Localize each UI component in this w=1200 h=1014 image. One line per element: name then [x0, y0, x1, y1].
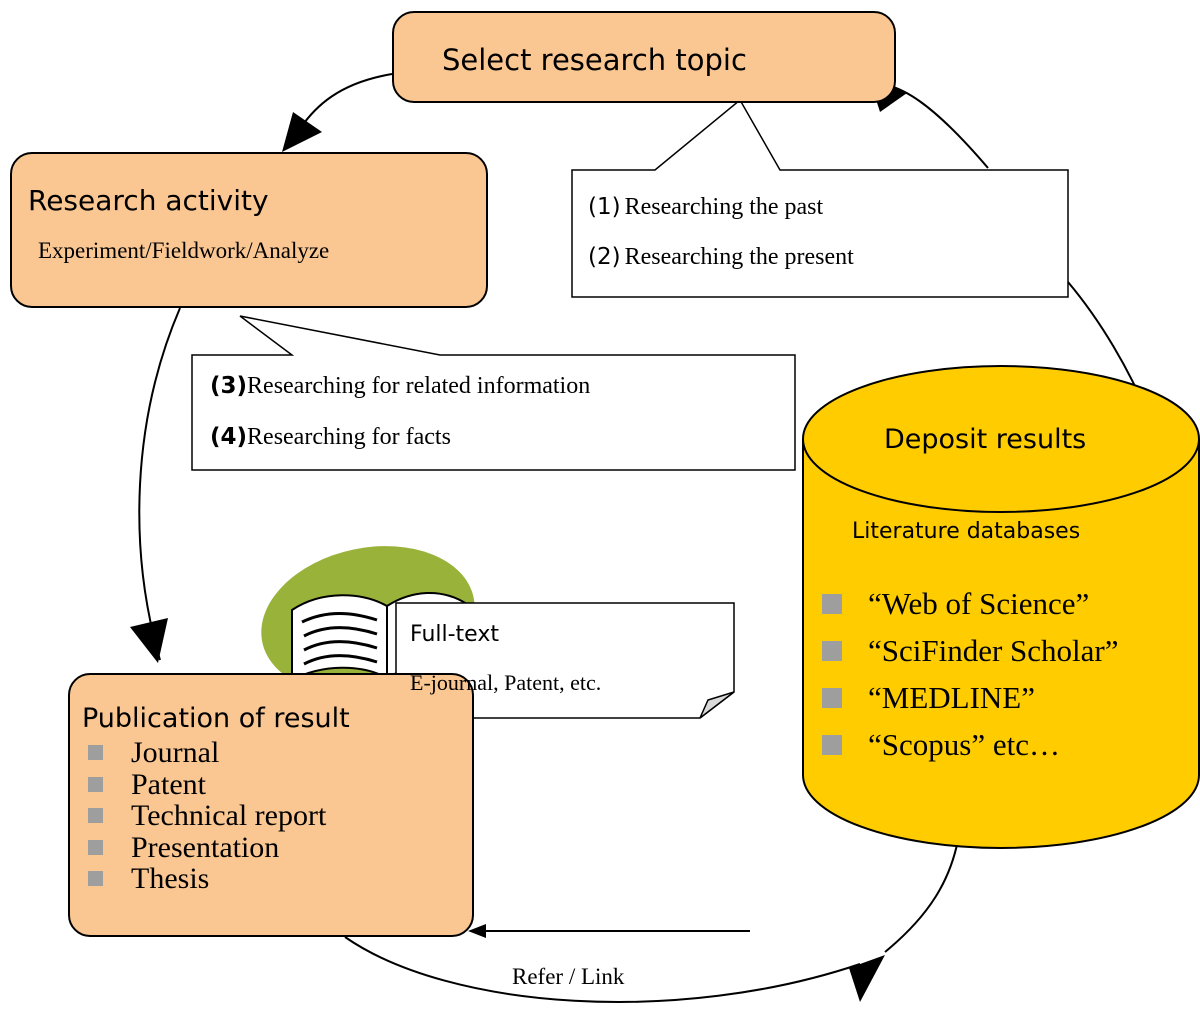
research-activity-box: Research activity Experiment/Fieldwork/A…	[10, 152, 488, 308]
fulltext-title: Full-text	[410, 622, 499, 647]
arrowhead-activity	[282, 112, 322, 152]
bullet-icon	[88, 745, 103, 761]
callout-item-number: (1)	[588, 194, 621, 220]
database-list: “Web of Science” “SciFinder Scholar” “ME…	[822, 580, 1119, 768]
bullet-icon	[822, 593, 842, 614]
callout-item-number: (2)	[588, 244, 621, 270]
fulltext-subtitle: E-journal, Patent, etc.	[410, 670, 602, 695]
callout-item-number: (3)	[210, 373, 248, 399]
database-item-label: “MEDLINE”	[868, 680, 1035, 715]
arc-publication-to-deposit	[344, 936, 861, 1003]
publication-item-label: Technical report	[131, 799, 327, 832]
database-item: “Scopus” etc…	[822, 721, 1119, 768]
bullet-icon	[88, 871, 103, 887]
select-topic-box: Select research topic	[392, 11, 896, 103]
callout-related-shape	[191, 315, 796, 471]
publication-item-label: Patent	[131, 767, 206, 801]
research-activity-subtitle: Experiment/Fieldwork/Analyze	[38, 238, 330, 263]
database-item: “SciFinder Scholar”	[822, 627, 1119, 674]
database-item-label: “Web of Science”	[868, 586, 1090, 621]
callout-item-number: (4)	[210, 424, 248, 450]
bullet-icon	[822, 687, 842, 708]
callout-item-3: (3)Researching for related information	[210, 373, 590, 400]
publication-item: Thesis	[88, 863, 326, 895]
publication-item: Presentation	[88, 830, 326, 864]
refer-link-label: Refer / Link	[512, 964, 625, 989]
publication-item-label: Presentation	[131, 830, 280, 864]
arrowhead-publication	[130, 618, 168, 663]
arrowhead-deposit	[849, 955, 885, 1002]
publication-list: Journal Patent Technical report Presenta…	[88, 737, 326, 895]
publication-box: Publication of result Journal Patent Tec…	[68, 673, 474, 937]
publication-item: Patent	[88, 767, 326, 801]
callout-item-2: (2)Researching the present	[588, 244, 854, 271]
callout-item-text: Researching the present	[624, 244, 854, 270]
select-topic-label: Select research topic	[442, 43, 747, 77]
database-item: “Web of Science”	[822, 580, 1119, 627]
callout-item-text: Researching for facts	[247, 424, 451, 450]
bullet-icon	[88, 839, 103, 855]
database-item-label: “Scopus” etc…	[868, 727, 1060, 762]
arc-activity-to-publication	[138, 307, 181, 661]
callout-past-shape	[571, 98, 1069, 298]
publication-title: Publication of result	[82, 703, 350, 734]
bullet-icon	[822, 640, 842, 661]
deposit-cylinder-shape	[802, 365, 1200, 849]
bullet-icon	[88, 808, 103, 824]
deposit-title: Deposit results	[884, 424, 1087, 455]
publication-item: Journal	[88, 737, 326, 769]
research-activity-title: Research activity	[28, 184, 269, 217]
callout-item-text: Researching the past	[624, 194, 824, 220]
database-item-label: “SciFinder Scholar”	[868, 633, 1119, 668]
bullet-icon	[822, 734, 842, 755]
publication-item-label: Journal	[131, 736, 220, 769]
arc-deposit-end	[884, 839, 959, 953]
database-item: “MEDLINE”	[822, 674, 1119, 721]
callout-item-1: (1)Researching the past	[588, 194, 823, 221]
deposit-subtitle: Literature databases	[852, 519, 1081, 544]
refer-arrow-head	[468, 924, 486, 938]
callout-item-text: Researching for related information	[247, 373, 591, 399]
publication-item: Technical report	[88, 800, 326, 832]
publication-item-label: Thesis	[131, 862, 210, 895]
fulltext-note-fold	[699, 691, 735, 719]
bullet-icon	[88, 776, 103, 792]
callout-item-4: (4)Researching for facts	[210, 424, 451, 451]
